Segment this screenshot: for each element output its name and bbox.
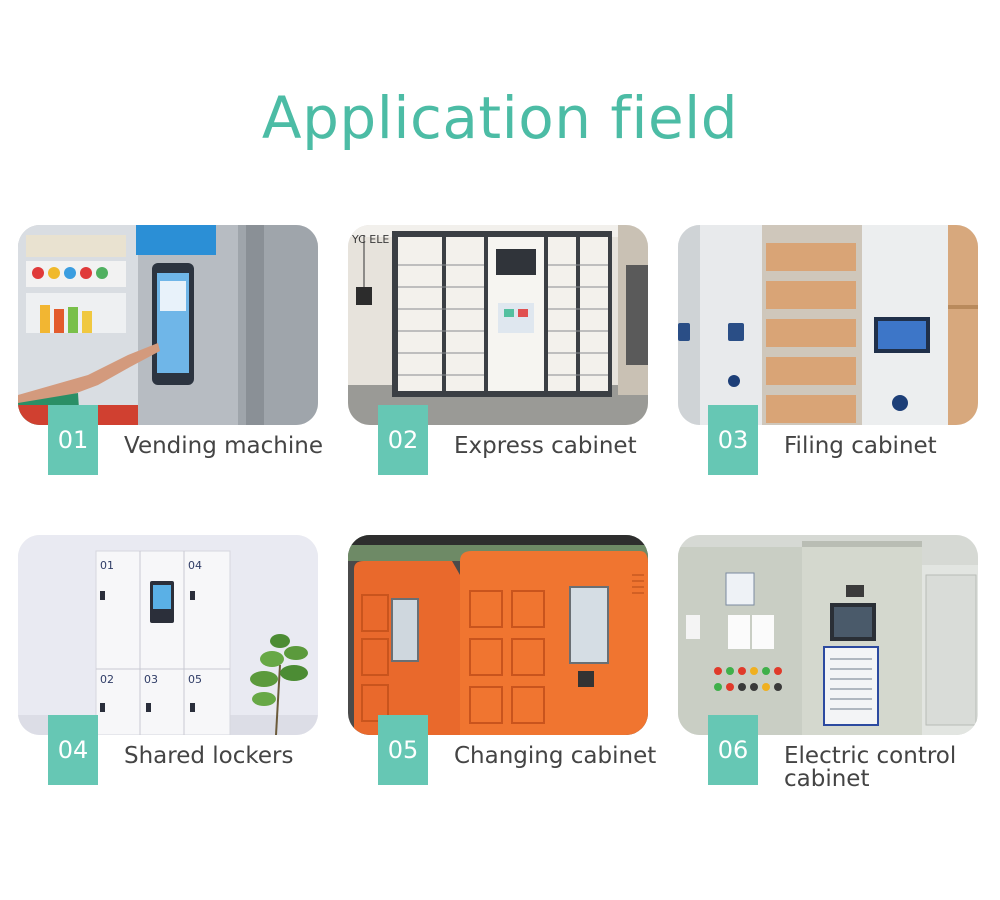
item-label: Shared lockers <box>124 743 294 769</box>
item-number-badge: 02 <box>378 405 428 475</box>
electric-control-cabinet-photo <box>678 535 978 735</box>
item-label: Filing cabinet <box>784 433 937 459</box>
application-card-filing-cabinet: 03 Filing cabinet <box>678 225 978 475</box>
page-title: Application field <box>261 84 739 152</box>
brand-watermark: YC ELE <box>351 233 389 246</box>
item-number-badge: 03 <box>708 405 758 475</box>
item-number-badge: 04 <box>48 715 98 785</box>
application-card-shared-lockers: 01 04 02 03 05 04 Shared lockers <box>18 535 318 785</box>
svg-text:05: 05 <box>188 673 202 686</box>
item-number-badge: 06 <box>708 715 758 785</box>
application-card-electric-control-cabinet: 06 Electric control cabinet <box>678 535 978 791</box>
filing-cabinet-photo <box>678 225 978 425</box>
svg-text:04: 04 <box>188 559 202 572</box>
vending-machine-photo <box>18 225 318 425</box>
application-card-vending-machine: 01 Vending machine <box>18 225 323 475</box>
item-label: Changing cabinet <box>454 743 657 769</box>
item-label: Electric control cabinet <box>784 743 957 792</box>
express-cabinet-photo: YC ELE <box>348 225 648 425</box>
svg-text:01: 01 <box>100 559 114 572</box>
item-number-badge: 05 <box>378 715 428 785</box>
svg-text:02: 02 <box>100 673 114 686</box>
item-label: Express cabinet <box>454 433 637 459</box>
item-label: Vending machine <box>124 433 323 459</box>
item-number-badge: 01 <box>48 405 98 475</box>
application-card-express-cabinet: YC ELE 02 Express cabinet <box>348 225 648 475</box>
svg-text:03: 03 <box>144 673 158 686</box>
application-card-changing-cabinet: 05 Changing cabinet <box>348 535 656 785</box>
shared-lockers-photo: 01 04 02 03 05 <box>18 535 318 735</box>
changing-cabinet-photo <box>348 535 648 735</box>
